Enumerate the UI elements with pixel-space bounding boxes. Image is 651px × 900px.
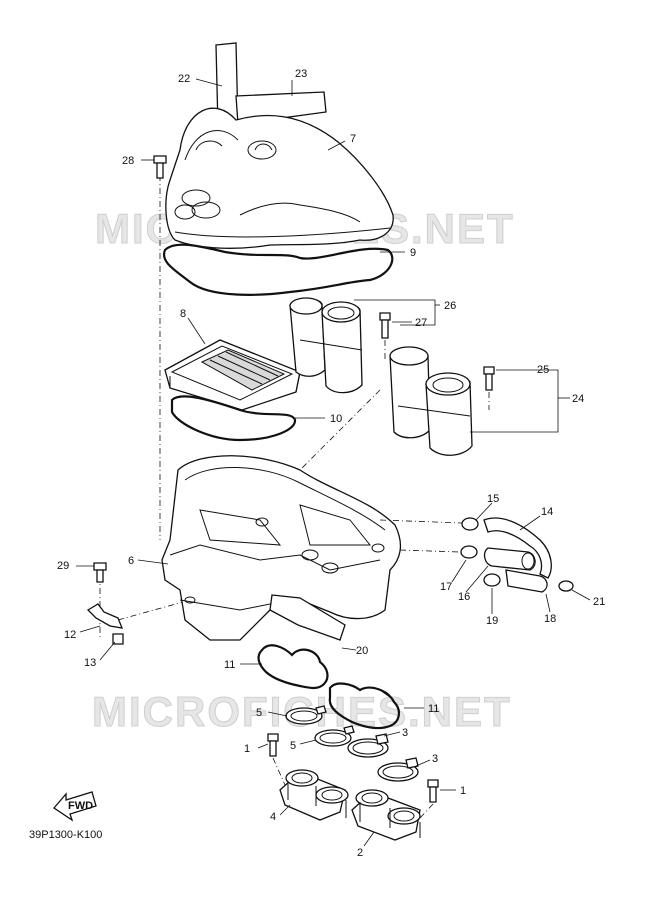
part-11-gasket-left (257, 644, 329, 690)
part-13-nut (112, 633, 124, 645)
callout-16: 16 (458, 591, 470, 603)
part-5-clamp-lower (314, 725, 355, 747)
part-4-joint (279, 769, 349, 821)
callout-17: 17 (440, 581, 452, 593)
callout-18: 18 (544, 613, 556, 625)
part-5-clamp-upper (285, 705, 327, 725)
callout-7: 7 (350, 133, 356, 145)
part-14-hose (483, 517, 552, 579)
part-17-clip (460, 545, 478, 559)
fwd-arrow-icon: FWD (53, 791, 97, 822)
callout-27: 27 (415, 317, 427, 329)
callout-1-left: 1 (244, 743, 250, 755)
callout-14: 14 (541, 506, 553, 518)
part-7-air-cleaner-cover (165, 107, 394, 249)
diagram-code: 39P1300-K100 (29, 829, 103, 841)
part-24-funnel-lower (389, 346, 473, 456)
part-9-gasket (162, 243, 394, 296)
part-21-clip (558, 580, 574, 592)
callout-11-left: 11 (224, 659, 235, 671)
callout-13: 13 (84, 657, 96, 669)
part-18-hose (505, 569, 548, 593)
fwd-label: FWD (68, 800, 93, 812)
callout-25: 25 (537, 364, 549, 376)
part-29-bolt (93, 562, 107, 583)
part-11-gasket-right (328, 682, 400, 730)
part-3-clamp-upper (347, 733, 389, 758)
alignment-line-bracket (117, 599, 191, 621)
callout-4: 4 (270, 811, 276, 823)
callout-2: 2 (357, 847, 363, 859)
part-3-clamp-lower (377, 757, 419, 782)
callout-3-lower: 3 (432, 753, 438, 765)
part-12-bracket (86, 603, 124, 629)
callout-23: 23 (295, 68, 307, 80)
leader-lines (76, 78, 591, 847)
callout-10: 10 (330, 413, 342, 425)
alignment-line-center (289, 389, 381, 481)
part-6-air-cleaner-case (161, 455, 402, 641)
callout-8: 8 (180, 308, 186, 320)
watermark-bottom: MICROFICHES.NET (92, 688, 512, 735)
callout-11-right: 11 (428, 703, 439, 715)
callout-19: 19 (486, 615, 498, 627)
part-16-hose (483, 547, 536, 571)
part-25-screw (483, 366, 495, 391)
part-27-screw (379, 312, 391, 339)
callout-5-lower: 5 (290, 740, 296, 752)
callout-1-right: 1 (460, 785, 466, 797)
callout-24: 24 (572, 393, 584, 405)
callout-6: 6 (128, 555, 134, 567)
part-1-screw-left (267, 733, 279, 757)
callout-5-upper: 5 (256, 707, 262, 719)
part-2-joint (351, 789, 421, 841)
callout-26: 26 (444, 300, 456, 312)
part-19-clip (483, 573, 501, 587)
part-28-bolt (153, 155, 167, 179)
callout-3-upper: 3 (402, 727, 408, 739)
callout-12: 12 (64, 629, 76, 641)
part-8-air-filter (164, 339, 301, 411)
callout-22: 22 (178, 73, 190, 85)
part-20-plate (269, 594, 346, 641)
part-1-screw-right (427, 779, 439, 803)
callout-28: 28 (122, 155, 134, 167)
callout-20: 20 (356, 645, 368, 657)
callout-21: 21 (593, 596, 605, 608)
part-26-funnel-upper (289, 297, 363, 394)
part-10-gasket (170, 395, 297, 442)
callout-9: 9 (410, 247, 416, 259)
callout-15: 15 (487, 493, 499, 505)
callout-29: 29 (57, 560, 69, 572)
part-15-clip (461, 517, 479, 531)
